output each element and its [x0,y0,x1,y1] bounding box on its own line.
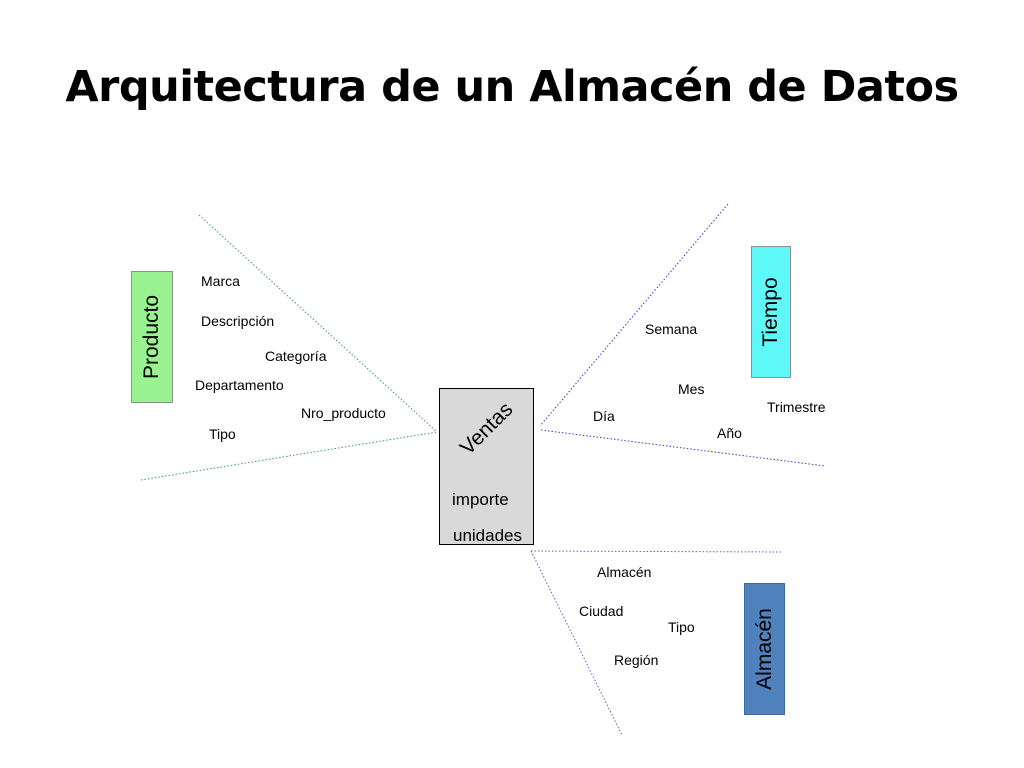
producto-dimension-label: Producto [140,294,163,380]
tiempo-upper-line [539,203,729,427]
almacen-lower-line [530,550,623,736]
producto-dimension-box: Producto [131,271,173,403]
almacen-attribute: Tipo [668,619,695,635]
almacen-attribute: Región [614,652,659,668]
producto-upper-line [198,214,438,433]
tiempo-attribute: Día [593,408,615,424]
almacen-dimension-label: Almacén [752,608,776,690]
fact-table-label: Ventas [455,397,518,460]
almacen-attribute: Almacén [597,564,652,580]
tiempo-dimension-box: Tiempo [751,246,791,378]
producto-lower-line [140,431,438,481]
producto-attribute: Descripción [201,313,275,329]
tiempo-lower-line [540,429,826,467]
tiempo-dimension-label: Tiempo [759,277,782,347]
almacen-attribute: Ciudad [579,603,624,619]
slide-title: Arquitectura de un Almacén de Datos [65,62,959,112]
tiempo-attribute: Año [717,425,742,441]
producto-attribute: Tipo [209,426,236,442]
fact-measure: importe [452,490,509,509]
producto-attribute: Departamento [195,377,284,393]
fact-table-box: Ventas importe unidades [439,388,534,545]
producto-attribute: Categoría [265,348,327,364]
producto-attribute: Nro_producto [301,405,386,421]
almacen-dimension-box: Almacén [744,583,785,715]
almacen-upper-line [530,550,782,553]
fact-measure: unidades [453,526,523,545]
tiempo-attribute: Semana [645,321,698,337]
producto-attribute: Marca [201,273,240,289]
tiempo-attribute: Trimestre [767,399,826,415]
tiempo-attribute: Mes [678,381,705,397]
